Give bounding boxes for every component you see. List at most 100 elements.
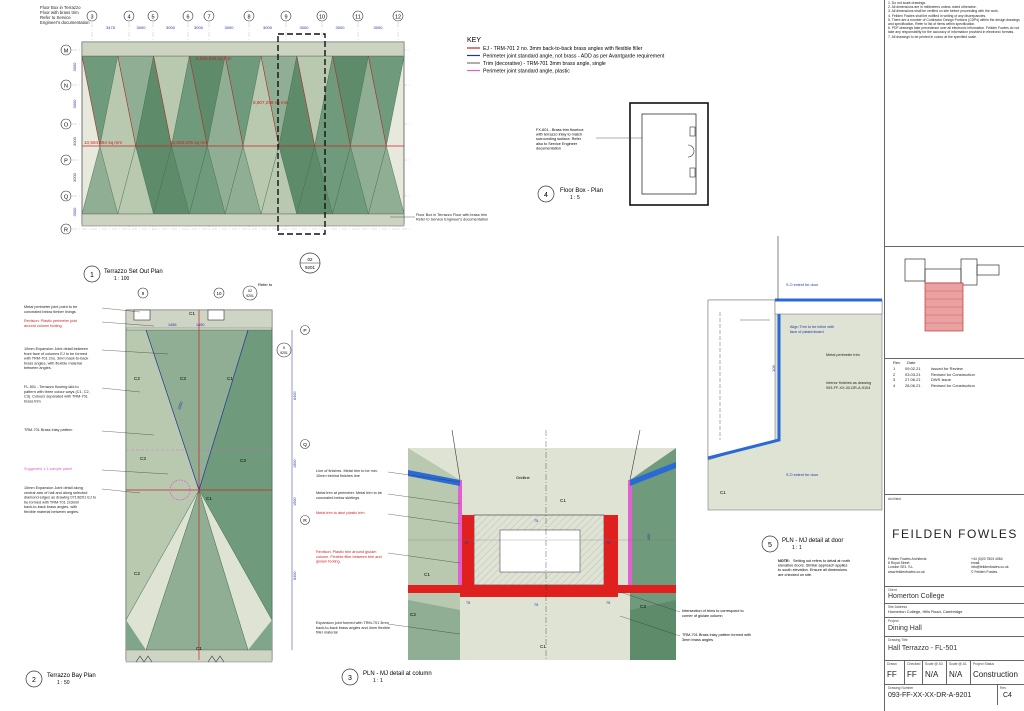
caption-number-4 xyxy=(537,185,555,203)
bay-row-P xyxy=(300,325,310,335)
key-heading: KEY xyxy=(467,37,481,44)
svg-text:1: 1 xyxy=(90,272,94,279)
plan-row-O-label: O xyxy=(64,122,69,128)
plan-row-R-label: R xyxy=(64,227,68,233)
bay-refer-label: Refer to xyxy=(258,282,273,287)
plan-grid-11 xyxy=(352,10,364,22)
plan-grid-5-label: 5 xyxy=(151,14,154,20)
door-caption: PLN - MJ detail at door xyxy=(782,538,843,544)
plan-grid-3-label: 3 xyxy=(90,14,93,20)
architect-logo: FEILDEN FOWLES xyxy=(892,527,1018,541)
plan-dim: 3000 xyxy=(166,25,176,30)
column-note: Metal trim to abut plastic trim xyxy=(316,511,365,515)
plan-row-N xyxy=(60,79,72,91)
plan-dim: 3000 xyxy=(300,25,310,30)
general-note: 5. There are a number of Contractor Desi… xyxy=(888,17,1020,27)
plan-row-M xyxy=(60,44,72,56)
bay-grid-9 xyxy=(137,287,149,299)
caption-number-2 xyxy=(25,670,43,688)
plan-grid-4 xyxy=(123,10,135,22)
plan-grid-10-label: 10 xyxy=(319,14,325,20)
bay-ref-tag[interactable] xyxy=(242,285,258,301)
plan-row-R xyxy=(60,223,72,235)
section-tag-number: 02 xyxy=(307,257,313,262)
plan-dim: 3000 xyxy=(137,25,147,30)
plan-dim: 3000 xyxy=(263,25,273,30)
door-scale: 1 : 1 xyxy=(792,545,802,551)
bay-row-P-label: P xyxy=(303,328,307,334)
plan-grid-7 xyxy=(203,10,215,22)
door-detail xyxy=(707,236,883,511)
plan-area-label: 6,005.926 sq mm xyxy=(196,56,232,61)
section-tag-ref: 9201 xyxy=(305,265,316,270)
plan-caption: Terrazzo Set Out Plan xyxy=(104,269,163,275)
plan-grid-12 xyxy=(392,10,404,22)
column-dim: 75 xyxy=(464,541,468,545)
key-legend: KEY EJ - TRM-701 2 no. 3mm back-to-back … xyxy=(467,37,665,75)
title-block: 1. Do not scale drawings.2. All dimensio… xyxy=(884,0,1024,711)
general-note: 4. Feilden Fowles shall be notified in w… xyxy=(888,13,987,18)
plan-grid-12-label: 12 xyxy=(395,14,401,20)
general-note: 1. Do not scale drawings. xyxy=(888,1,927,5)
door-note-label: S.O extent for door xyxy=(786,473,819,477)
plan-grid-8 xyxy=(243,10,255,22)
svg-text:10: 10 xyxy=(216,291,222,296)
column-note: Line of finishes. Metal trim to be min.1… xyxy=(316,469,378,478)
plan-floorbox-right-label: Floor Box in Terrazzo Floor with brass t… xyxy=(416,213,488,222)
plan-grid-11-label: 11 xyxy=(355,14,361,20)
column-note: Metal trim at perimeter. Metal trim to b… xyxy=(316,491,382,500)
plan-dim: 3475 xyxy=(106,25,116,30)
site-field: Site Address Homerton College, Hills Roa… xyxy=(885,603,1024,618)
floor-box-plan xyxy=(596,102,709,206)
plan-area-label: 10,563,575 sq mm xyxy=(170,140,208,145)
caption-number-1 xyxy=(83,265,101,283)
plan-row-N-label: N xyxy=(64,83,68,89)
bay-colour-code: C2 xyxy=(134,571,140,576)
svg-text:9201: 9201 xyxy=(280,351,288,355)
plan-grid-5 xyxy=(147,10,159,22)
plan-row-O xyxy=(60,118,72,130)
column-dim: 400 xyxy=(647,534,651,540)
caption-number-3 xyxy=(341,668,359,686)
bay-dim: 6400 xyxy=(293,392,297,400)
column-dim: 75 xyxy=(534,519,538,523)
general-note: 6. PDF drawings take precedence over all… xyxy=(888,26,1020,35)
bay-row-R xyxy=(300,515,310,525)
key-item: Trim (decorative) - TRM-701 3mm brass an… xyxy=(483,61,606,67)
key-item: EJ - TRM-701 2 no. 3mm back-to-back bras… xyxy=(483,46,643,52)
drawing-revision: C4 xyxy=(1003,692,1012,699)
plan-dim: 3000 xyxy=(374,25,384,30)
plan-grid-6-label: 6 xyxy=(186,14,189,20)
bay-colour-code: C3 xyxy=(180,376,186,381)
plan-row-dim: 3000 xyxy=(72,136,77,146)
general-note: 7. All drawings to be printed in colour … xyxy=(888,34,977,39)
bay-ref-tag-2[interactable] xyxy=(276,342,292,358)
svg-text:02: 02 xyxy=(248,289,252,293)
plan-grid-10 xyxy=(316,10,328,22)
drawing-title-field: Drawing Title Hall Terrazzo - FL-501 xyxy=(885,636,1024,657)
plan-row-dim: 3000 xyxy=(72,62,77,72)
floorbox-scale: 1 : 5 xyxy=(570,195,580,201)
plan-grid-3 xyxy=(86,10,98,22)
general-note: 3. All dimensions shall be verified on s… xyxy=(888,9,999,14)
bay-caption: Terrazzo Bay Plan xyxy=(47,673,96,679)
bay-colour-code: C1 xyxy=(189,311,195,316)
column-colour-code: C1 xyxy=(540,644,546,649)
plan-row-Q xyxy=(60,190,72,202)
client-field: Client Homerton College xyxy=(885,586,1024,604)
plan-grid-4-label: 4 xyxy=(127,14,130,20)
column-dim: 75 xyxy=(606,601,610,605)
column-dim: 75 xyxy=(606,541,610,545)
bay-colour-code: C1 xyxy=(206,496,212,501)
